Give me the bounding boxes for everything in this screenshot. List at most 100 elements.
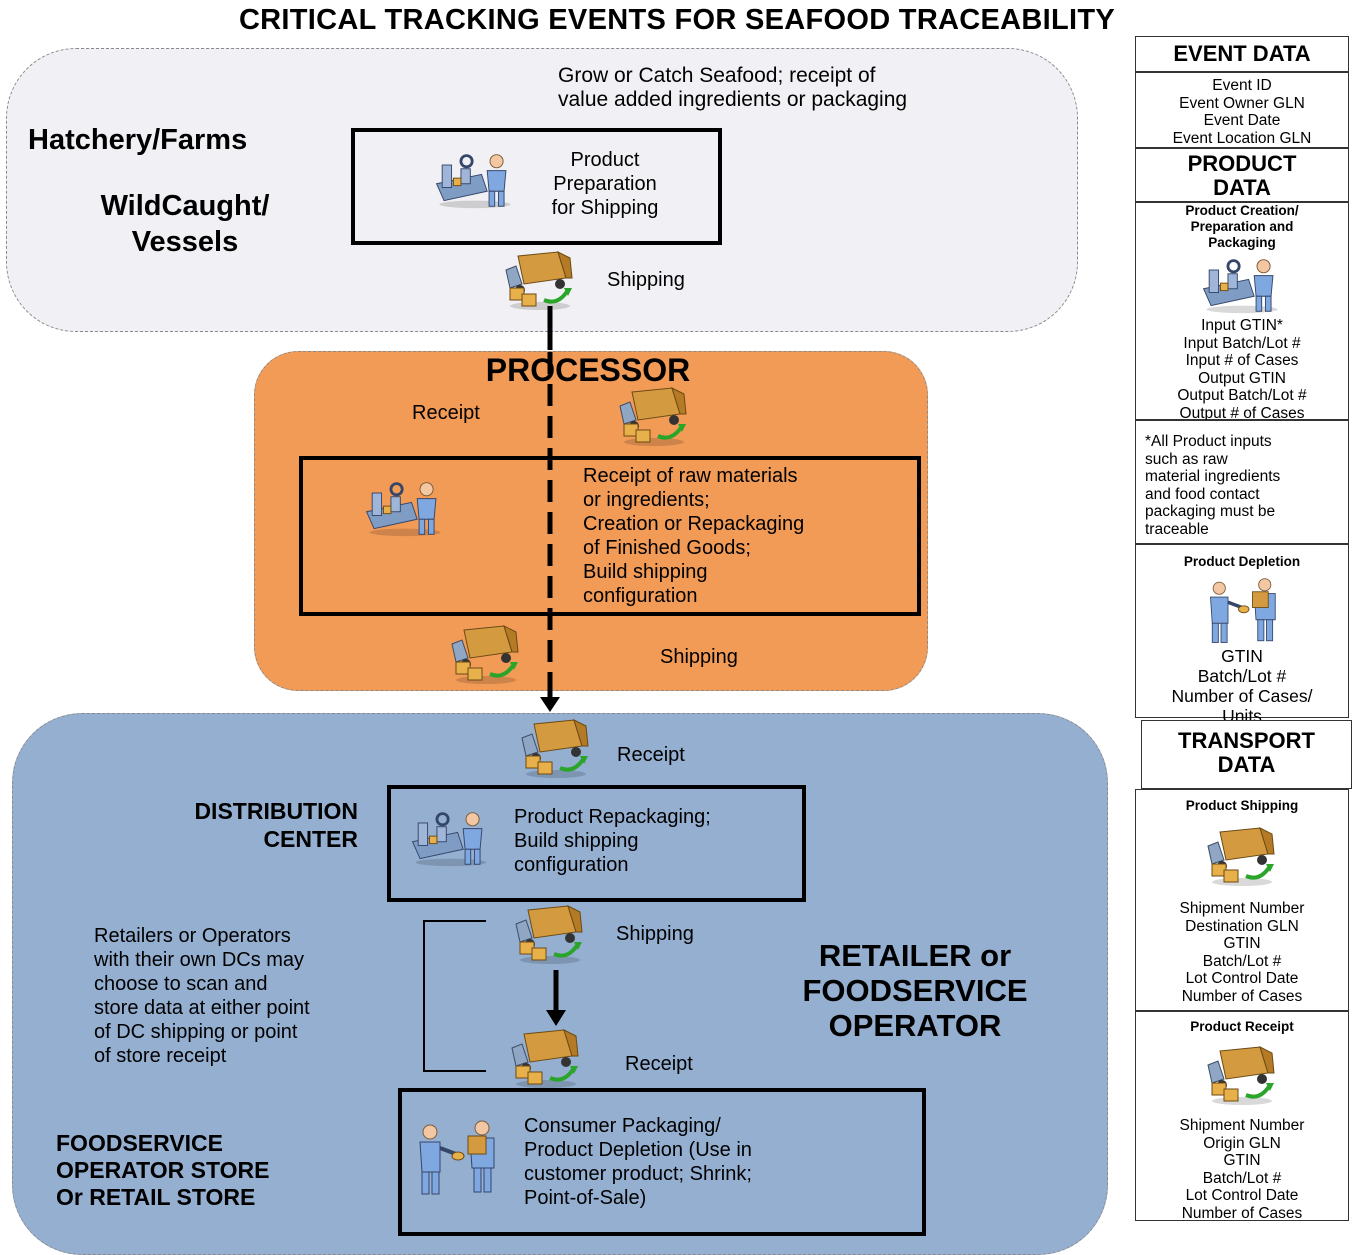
store-label-line-1: FOODSERVICE xyxy=(56,1130,223,1156)
dc-label-line-2: CENTER xyxy=(263,826,358,852)
destination-gln-field: Destination GLN xyxy=(1185,917,1299,935)
processing-box xyxy=(299,456,921,616)
store-receipt-label: Receipt xyxy=(625,1053,693,1075)
shipping-batch-field: Batch/Lot # xyxy=(1202,952,1282,970)
handoff-icon xyxy=(414,1118,498,1198)
transport-data-header: TRANSPORT DATA xyxy=(1141,720,1352,789)
dc-shipping-label: Shipping xyxy=(616,923,694,945)
receipt-gtin-field: GTIN xyxy=(1223,1152,1261,1169)
event-id-field: Event ID xyxy=(1212,77,1272,94)
origin-gln-field: Origin GLN xyxy=(1203,1134,1281,1152)
footnote-line-3: material ingredients xyxy=(1145,468,1281,485)
note-line-3: choose to scan and xyxy=(94,973,268,995)
dc-box-line-3: configuration xyxy=(514,854,629,876)
processor-region xyxy=(254,351,928,691)
dc-receipt-label: Receipt xyxy=(617,744,685,766)
truck-icon xyxy=(510,902,590,966)
farm-note-line-2: value added ingredients or packaging xyxy=(558,88,908,111)
worker-icon xyxy=(432,150,518,210)
vessels-label: Vessels xyxy=(131,226,239,258)
receipt-sub: Product Receipt xyxy=(1190,1019,1294,1034)
receipt-cases-field: Number of Cases xyxy=(1181,1204,1303,1222)
product-preparation-box xyxy=(351,128,722,245)
diagram-title: CRITICAL TRACKING EVENTS FOR SEAFOOD TRA… xyxy=(238,4,1116,36)
handoff-icon xyxy=(1200,576,1284,646)
wildcaught-label: WildCaught/ xyxy=(100,190,270,222)
worker-icon xyxy=(1199,255,1285,315)
event-location-field: Event Location GLN xyxy=(1172,129,1312,147)
product-data-title-1: PRODUCT xyxy=(1187,151,1297,176)
note-line-6: of store receipt xyxy=(94,1045,227,1067)
hatchery-farms-label: Hatchery/Farms xyxy=(28,124,248,156)
event-data-cell: Event ID Event Owner GLN Event Date Even… xyxy=(1135,72,1349,148)
store-box-line-1: Consumer Packaging/ xyxy=(524,1115,721,1137)
retailer-label-line-3: OPERATOR xyxy=(828,1008,1002,1043)
footnote-line-5: packaging must be xyxy=(1145,503,1276,520)
note-line-5: of DC shipping or point xyxy=(94,1021,298,1043)
input-batch-field: Input Batch/Lot # xyxy=(1183,334,1301,352)
worker-icon xyxy=(408,808,494,868)
event-data-header: EVENT DATA xyxy=(1135,36,1349,72)
creation-sub-1: Product Creation/ xyxy=(1185,203,1299,218)
truck-icon xyxy=(1202,824,1282,888)
processing-line-5: Build shipping xyxy=(583,561,708,583)
input-gtin-field: Input GTIN* xyxy=(1201,317,1283,334)
footnote-line-2: such as raw xyxy=(1145,450,1228,468)
farm-note-line-1: Grow or Catch Seafood; receipt of xyxy=(558,64,876,87)
consumer-packaging-box xyxy=(398,1088,926,1236)
product-depletion-cell: Product Depletion GTIN Batch/Lot # Numbe… xyxy=(1135,544,1349,726)
processing-line-2: or ingredients; xyxy=(583,489,710,511)
note-line-1: Retailers or Operators xyxy=(94,925,291,947)
worker-icon xyxy=(362,478,448,538)
truck-icon xyxy=(500,248,580,312)
product-shipping-cell: Product Shipping Shipment Number Destina… xyxy=(1135,789,1349,1011)
processing-line-3: Creation or Repackaging xyxy=(583,513,805,535)
output-cases-field: Output # of Cases xyxy=(1179,404,1305,422)
input-cases-field: Input # of Cases xyxy=(1185,352,1299,369)
note-line-2: with their own DCs may xyxy=(94,949,305,971)
footnote-line-4: and food contact xyxy=(1145,485,1260,503)
creation-sub-3: Packaging xyxy=(1208,235,1276,250)
product-data-header: PRODUCT DATA xyxy=(1135,148,1349,202)
truck-icon xyxy=(614,384,694,448)
transport-data-title-1: TRANSPORT xyxy=(1178,728,1315,753)
truck-icon xyxy=(1202,1043,1282,1107)
product-data-title-2: DATA xyxy=(1213,175,1271,200)
truck-icon xyxy=(506,1026,586,1090)
receipt-shipment-number-field: Shipment Number xyxy=(1179,1117,1305,1134)
retailer-label-line-1: RETAILER or xyxy=(818,938,1012,973)
processing-line-4: of Finished Goods; xyxy=(583,537,751,559)
shipping-cases-field: Number of Cases xyxy=(1181,987,1303,1005)
creation-sub-2: Preparation and xyxy=(1190,219,1294,234)
processor-shipping-label: Shipping xyxy=(660,646,738,668)
event-data-title: EVENT DATA xyxy=(1173,41,1311,66)
dc-repackaging-box xyxy=(387,785,806,902)
receipt-lot-date-field: Lot Control Date xyxy=(1185,1187,1299,1204)
depletion-gtin-field: GTIN xyxy=(1221,646,1263,666)
store-box-line-2: Product Depletion (Use in xyxy=(524,1139,752,1161)
prep-line-1: Product xyxy=(570,149,640,171)
dc-box-line-1: Product Repackaging; xyxy=(514,806,711,828)
shipment-number-field: Shipment Number xyxy=(1179,900,1305,917)
shipping-lot-date-field: Lot Control Date xyxy=(1185,970,1299,987)
processor-title: PROCESSOR xyxy=(485,352,691,388)
transport-data-title-2: DATA xyxy=(1217,752,1276,777)
footnote-cell: *All Product inputs such as raw material… xyxy=(1135,420,1349,544)
dc-label-line-1: DISTRIBUTION xyxy=(194,798,358,824)
store-label-line-2: OPERATOR STORE xyxy=(56,1157,270,1183)
farm-shipping-label: Shipping xyxy=(607,269,685,291)
store-box-line-3: customer product; Shrink; xyxy=(524,1163,752,1185)
processor-receipt-label: Receipt xyxy=(412,402,480,424)
event-date-field: Event Date xyxy=(1203,112,1281,129)
footnote-line-1: *All Product inputs xyxy=(1145,433,1272,450)
event-owner-field: Event Owner GLN xyxy=(1179,94,1305,112)
dc-box-line-2: Build shipping xyxy=(514,830,639,852)
prep-line-3: for Shipping xyxy=(551,197,659,219)
depletion-sub: Product Depletion xyxy=(1183,554,1301,569)
product-creation-cell: Product Creation/ Preparation and Packag… xyxy=(1135,202,1349,422)
retailer-label-line-2: FOODSERVICE xyxy=(802,973,1028,1008)
truck-icon xyxy=(516,716,596,780)
depletion-cases-field: Number of Cases/ xyxy=(1171,686,1313,706)
footnote-line-6: traceable xyxy=(1145,520,1209,538)
